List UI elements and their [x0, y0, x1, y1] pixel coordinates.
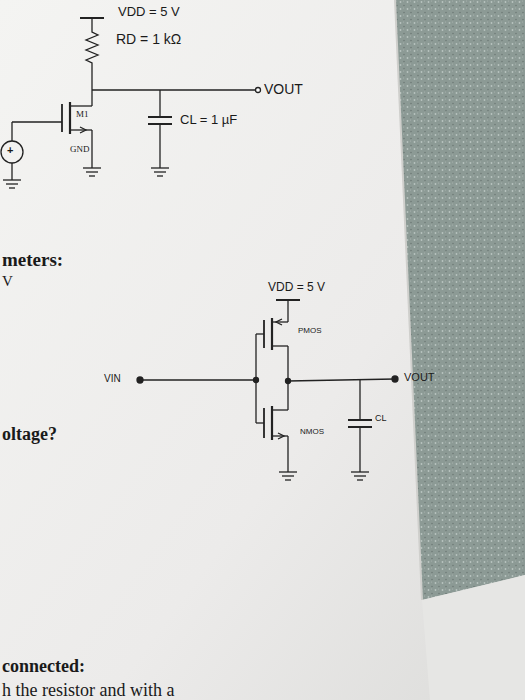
- supply-label: VDD = 5 V: [118, 5, 180, 19]
- voltage-source: [1, 141, 23, 163]
- part-name: PMOS: [298, 327, 322, 336]
- supply-label: VDD = 5 V: [268, 281, 325, 294]
- cmos-inverter: [137, 300, 398, 480]
- page-text: V: [2, 273, 13, 290]
- page-text: connected:: [2, 657, 85, 677]
- signal-name: VOUT: [264, 82, 303, 97]
- resistor-label: RD = 1 kΩ: [116, 32, 181, 47]
- resistor-symbol: [86, 28, 98, 72]
- capacitor-symbol: [348, 419, 372, 421]
- capacitor-label: CL: [375, 414, 387, 424]
- part-name: M1: [76, 110, 89, 120]
- page-text: oltage?: [2, 425, 57, 445]
- output-terminal: [256, 88, 261, 93]
- page-text: meters:: [2, 250, 63, 271]
- part-name: NMOS: [300, 428, 324, 437]
- signal-name: VOUT: [404, 371, 435, 383]
- nmos-transistor: [271, 406, 273, 440]
- pmos-transistor: [271, 318, 273, 350]
- common-source-amplifier: [1, 18, 261, 188]
- ground-label: GND: [70, 145, 90, 155]
- signal-name: VIN: [104, 373, 121, 384]
- capacitor-symbol: [148, 116, 172, 118]
- under-sheet: [422, 575, 525, 700]
- polarity-sign: +: [7, 144, 13, 156]
- paper-edge: [395, 0, 422, 600]
- page-text: h the resistor and with a: [2, 681, 174, 700]
- nmos-transistor: [69, 102, 71, 134]
- capacitor-label: CL = 1 µF: [180, 113, 237, 127]
- desk-surface: [395, 0, 525, 600]
